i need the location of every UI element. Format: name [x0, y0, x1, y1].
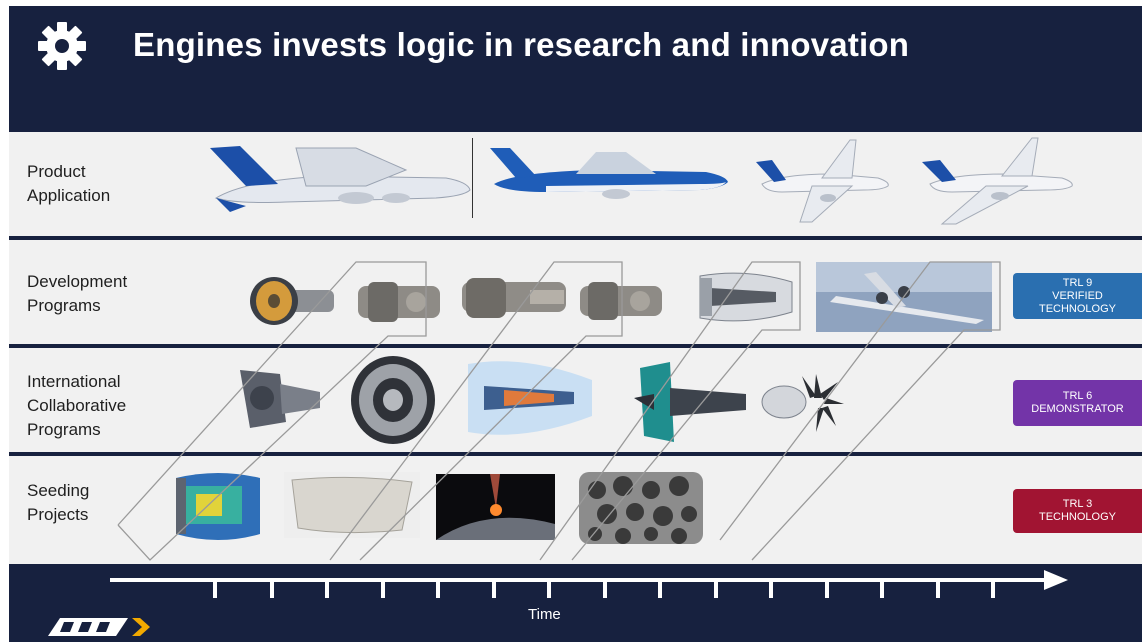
- footer-bar: [9, 564, 1142, 642]
- engine-ducted-cutaway-image: [634, 362, 746, 442]
- 787-aircraft-image: [490, 148, 728, 199]
- engine-cfd-image: [468, 361, 592, 435]
- engine-casing-image: [240, 370, 320, 428]
- engine-side-image: [462, 278, 566, 318]
- time-axis-label: Time: [528, 606, 561, 623]
- row-label-seeding: Seeding Projects: [27, 479, 89, 527]
- row-label-line: Product: [27, 162, 86, 181]
- a380-aircraft-image: [210, 146, 471, 212]
- trl-badge-9: TRL 9 VERIFIED TECHNOLOGY: [1013, 273, 1142, 319]
- trl-badge-3: TRL 3 TECHNOLOGY: [1013, 489, 1142, 533]
- row-label-line: Development: [27, 272, 128, 291]
- row-label-product: Product Application: [27, 160, 110, 208]
- row-label-line: Application: [27, 186, 111, 205]
- a321-aircraft-image: [922, 137, 1073, 225]
- header-bar: [9, 6, 1142, 132]
- row-label-line: Seeding: [27, 481, 90, 500]
- trl-badge-line: TECHNOLOGY: [1038, 511, 1116, 523]
- open-rotor-aircraft-image: [816, 262, 992, 332]
- trl-badge-line: TRL 6: [1062, 390, 1093, 402]
- row-label-development: Development Programs: [27, 270, 127, 318]
- page-title: Engines invests logic in research and in…: [133, 26, 910, 63]
- trl-badge-line: TRL 9: [1062, 276, 1093, 289]
- engine-core-image: [358, 282, 440, 322]
- turbofan-fan-image: [250, 277, 334, 325]
- row-label-line: International: [27, 372, 121, 391]
- trl-badge-line: DEMONSTRATOR: [1031, 403, 1124, 415]
- trl-badge-line: TRL 3: [1062, 498, 1093, 510]
- row-label-line: Programs: [27, 296, 101, 315]
- row-label-line: Programs: [27, 420, 101, 439]
- engine-cutaway-image: [699, 272, 793, 322]
- gear-icon: [38, 22, 86, 70]
- gkn-logo-chevron: [132, 618, 150, 636]
- row-label-line: Collaborative: [27, 396, 127, 415]
- trl-badge-line: TECHNOLOGY: [1038, 302, 1116, 315]
- trl-badge-6: TRL 6 DEMONSTRATOR: [1013, 380, 1142, 426]
- composite-part-image: [284, 472, 420, 538]
- row-label-line: Projects: [27, 505, 89, 524]
- fan-disk-image: [351, 356, 435, 444]
- a350-aircraft-image: [756, 139, 889, 223]
- row-divider: [9, 236, 1142, 240]
- metal-foam-image: [579, 472, 703, 544]
- open-rotor-engine-image: [761, 374, 844, 432]
- gkn-logo: [48, 618, 150, 636]
- heat-map-model-image: [176, 473, 260, 540]
- additive-manufacturing-image: [436, 474, 555, 540]
- aircraft-divider: [472, 138, 473, 218]
- engine-core-image-2: [580, 282, 662, 320]
- row-label-international: International Collaborative Programs: [27, 370, 126, 442]
- trl-badge-line: VERIFIED: [1052, 289, 1103, 302]
